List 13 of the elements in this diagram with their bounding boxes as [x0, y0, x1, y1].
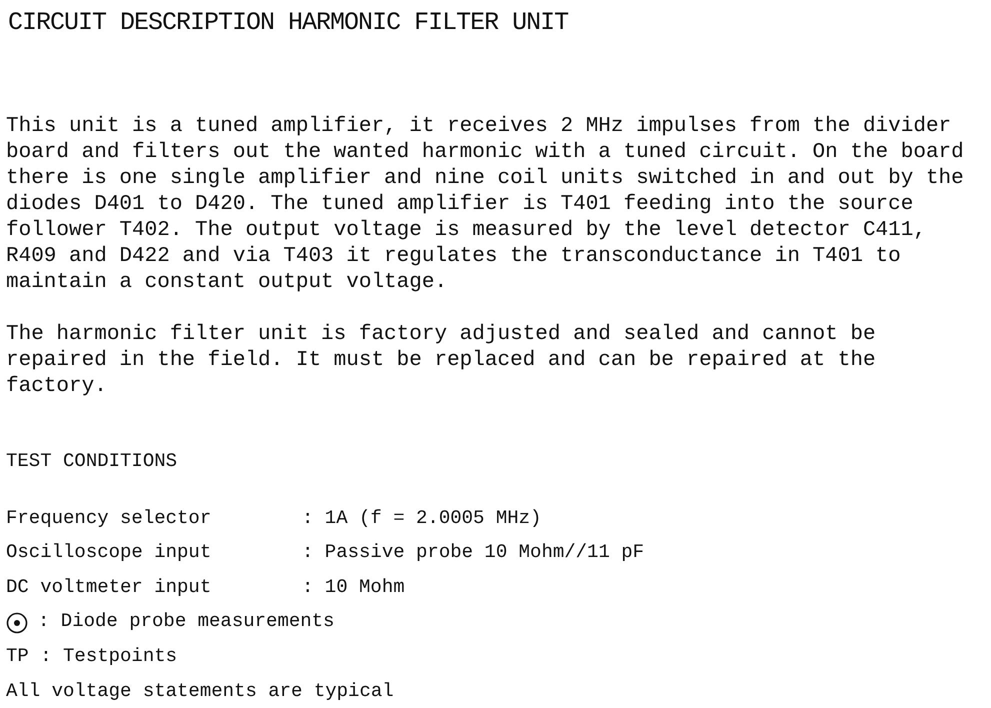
legend-text: TP : Testpoints — [6, 645, 178, 667]
page-title: CIRCUIT DESCRIPTION HARMONIC FILTER UNIT — [8, 8, 568, 37]
condition-name: Oscilloscope input — [6, 541, 212, 563]
note-text: All voltage statements are typical — [6, 680, 394, 702]
condition-name: Frequency selector — [6, 507, 212, 529]
section-heading: TEST CONDITIONS — [6, 450, 178, 472]
condition-value: : 10 Mohm — [302, 576, 405, 598]
condition-name: DC voltmeter input — [6, 576, 212, 598]
description-paragraph: This unit is a tuned amplifier, it receives 2 MHz impulses from the divider board and filters out the wanted harmonic with a tuned circuit. On the board there is one single amplifier and nine coil units switched in and out by the diodes D401 to D420. The tuned amplifier is T401 feeding into the source follower T402. The output voltage is measured by the level detector C411, R409 and D422 and via T403 it regulates the transconductance in T401 to maintain a constant output voltage. — [6, 114, 965, 296]
note-paragraph: The harmonic filter unit is factory adjusted and sealed and cannot be repaired in the field. It must be replaced and can be repaired at the factory. — [6, 322, 877, 400]
condition-value: : 1A (f = 2.0005 MHz) — [302, 507, 542, 529]
condition-value: : Passive probe 10 Mohm//11 pF — [302, 541, 644, 563]
legend-text: : Diode probe measurements — [38, 610, 334, 632]
